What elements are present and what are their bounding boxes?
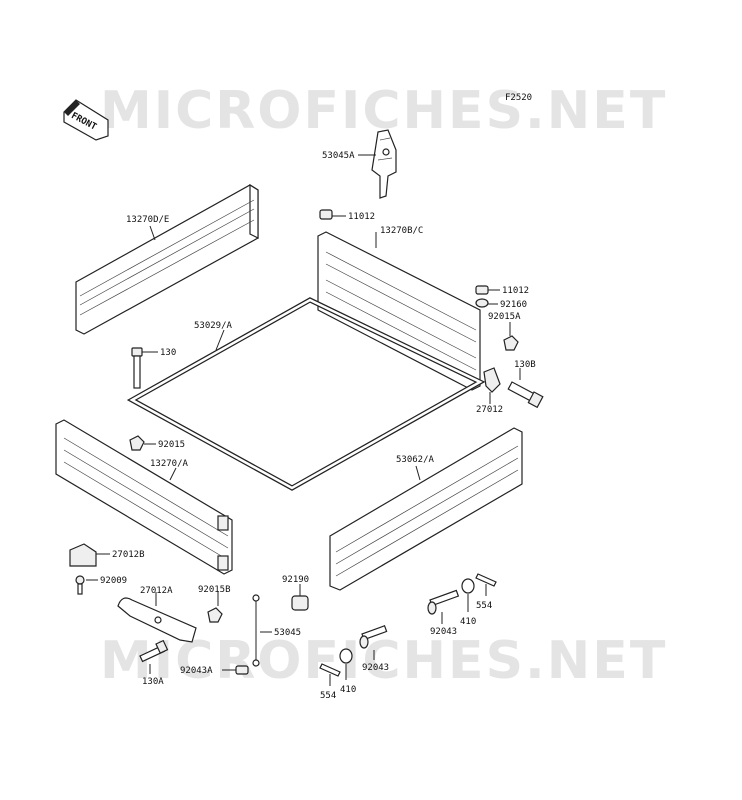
cap-11012-top[interactable]: [319, 209, 333, 220]
label-554-right: 554: [476, 601, 492, 611]
label-92015: 92015: [158, 440, 185, 450]
clip-92043a[interactable]: [235, 665, 249, 675]
label-92190: 92190: [282, 575, 309, 585]
label-27012b: 27012B: [112, 550, 145, 560]
nut-92015[interactable]: [129, 435, 145, 451]
latch-53045a[interactable]: [371, 129, 397, 199]
side-panel-13270a[interactable]: [55, 419, 233, 575]
label-92015b: 92015B: [198, 585, 231, 595]
cap-11012-right[interactable]: [475, 285, 489, 295]
nut-92015a[interactable]: [503, 335, 519, 351]
label-53062a: 53062/A: [396, 455, 435, 465]
washer-410-right[interactable]: [461, 578, 475, 594]
label-130: 130: [160, 348, 176, 358]
side-panel-13270bc[interactable]: [317, 231, 481, 391]
label-13270a: 13270/A: [150, 459, 189, 469]
bushing-92190[interactable]: [291, 595, 309, 611]
label-13270de: 13270D/E: [126, 215, 169, 225]
label-13270bc: 13270B/C: [380, 226, 423, 236]
label-92043a: 92043A: [180, 666, 213, 676]
tailgate-53062a[interactable]: [329, 427, 523, 591]
pin-92043-right[interactable]: [427, 589, 460, 615]
label-130a: 130A: [142, 677, 164, 687]
label-92009: 92009: [100, 576, 127, 586]
bracket-27012b[interactable]: [69, 543, 97, 567]
label-11012-right: 11012: [502, 286, 529, 296]
label-92043-center: 92043: [362, 663, 389, 673]
washer-410-center[interactable]: [339, 648, 353, 664]
label-53045: 53045: [274, 628, 301, 638]
part-92160[interactable]: [475, 298, 489, 308]
bolt-130[interactable]: [131, 347, 143, 389]
cable-53045[interactable]: [252, 594, 260, 667]
label-410-center: 410: [340, 685, 356, 695]
bracket-27012[interactable]: [483, 367, 501, 393]
cotter-pin-554-center[interactable]: [319, 663, 341, 677]
label-92015a: 92015A: [488, 312, 521, 322]
front-arrow-icon: FRONT: [63, 99, 109, 141]
pin-92043-center[interactable]: [359, 625, 388, 649]
screw-92009[interactable]: [75, 575, 85, 595]
label-92043-right: 92043: [430, 627, 457, 637]
label-11012-top: 11012: [348, 212, 375, 222]
label-53029a: 53029/A: [194, 321, 233, 331]
rear-panel-13270de[interactable]: [75, 183, 259, 335]
label-130b: 130B: [514, 360, 536, 370]
label-410-right: 410: [460, 617, 476, 627]
plate-27012a[interactable]: [117, 597, 197, 643]
nut-92015b[interactable]: [207, 607, 223, 623]
label-27012a: 27012A: [140, 586, 173, 596]
label-554-center: 554: [320, 691, 336, 701]
frame-53029a[interactable]: [126, 297, 486, 491]
label-92160: 92160: [500, 300, 527, 310]
cotter-pin-554-right[interactable]: [475, 573, 497, 587]
label-53045a: 53045A: [322, 151, 355, 161]
watermark-bottom: MICROFICHES.NET: [100, 631, 667, 691]
label-27012: 27012: [476, 405, 503, 415]
figure-code: F2520: [505, 93, 532, 103]
bolt-130b[interactable]: [507, 381, 544, 409]
bolt-130a[interactable]: [139, 639, 169, 663]
